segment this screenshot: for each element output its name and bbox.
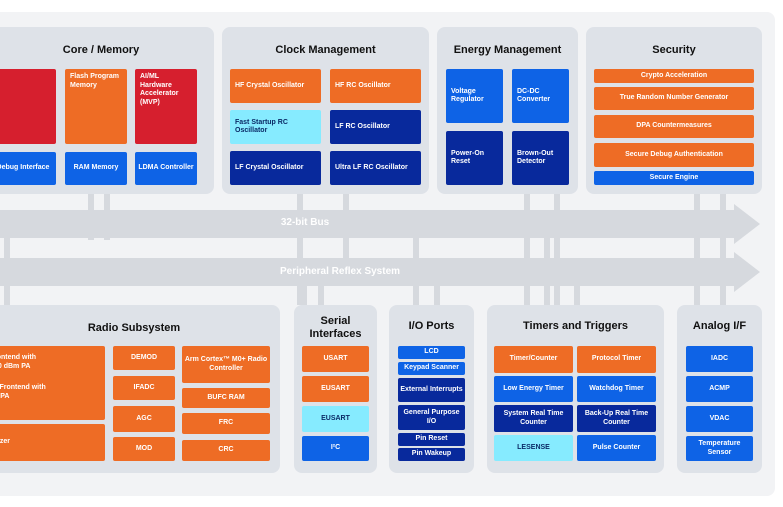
lesense-block: LESENSE <box>494 435 573 461</box>
frontend-10dbm-label: z Frontend with n PA <box>0 384 46 400</box>
lf-rc-oscillator-block: LF RC Oscillator <box>330 110 421 144</box>
timer-counter-block: Timer/Counter <box>494 346 573 373</box>
flash-block: Flash Program Memory <box>65 69 127 144</box>
panel-title: Serial Interfaces <box>309 315 362 340</box>
temperature-sensor-block: Temperature Sensor <box>686 436 753 461</box>
peripheral-reflex-system-bus <box>0 258 737 286</box>
debug-interface-block: Debug Interface <box>0 152 56 185</box>
panel-title: Security <box>652 44 696 56</box>
connector <box>694 190 700 305</box>
backup-real-time-counter-block: Back-Up Real Time Counter <box>577 405 656 432</box>
pin-wakeup-block: Pin Wakeup <box>398 448 465 461</box>
connector <box>297 190 303 305</box>
radio-frontend-block: rontend with 20 dBm PA z Frontend with n… <box>0 346 105 420</box>
arm-cortex-radio-controller-block: Arm Cortex™ M0+ Radio Controller <box>182 346 270 383</box>
cpu-block <box>0 69 56 144</box>
voltage-regulator-block: Voltage Regulator <box>446 69 503 123</box>
panel-title: Radio Subsystem <box>87 322 181 334</box>
vdac-block: VDAC <box>686 406 753 432</box>
eusart-block-2: EUSART <box>302 406 369 432</box>
secure-debug-authentication-block: Secure Debug Authentication <box>594 143 754 167</box>
fast-startup-rc-oscillator-block: Fast Startup RC Oscillator <box>230 110 321 144</box>
acmp-block: ACMP <box>686 376 753 402</box>
bufc-ram-block: BUFC RAM <box>182 388 270 408</box>
eusart-block-1: EUSART <box>302 376 369 402</box>
pin-reset-block: Pin Reset <box>398 433 465 446</box>
peripheral-reflex-system-label: Peripheral Reflex System <box>279 266 401 277</box>
protocol-timer-block: Protocol Timer <box>577 346 656 373</box>
crc-block: CRC <box>182 440 270 461</box>
external-interrupts-block: External Interrupts <box>398 378 465 402</box>
panel-title: Energy Management <box>453 44 562 56</box>
brown-out-detector-block: Brown-Out Detector <box>512 131 569 185</box>
hf-crystal-oscillator-block: HF Crystal Oscillator <box>230 69 321 103</box>
true-random-number-generator-block: True Random Number Generator <box>594 87 754 110</box>
secure-engine-block: Secure Engine <box>594 171 754 185</box>
i2c-block: I²C <box>302 436 369 461</box>
panel-title: Core / Memory <box>62 44 140 56</box>
aiml-accelerator-block: AI/ML Hardware Accelerator (MVP) <box>135 69 197 144</box>
connector <box>720 190 726 305</box>
system-real-time-counter-block: System Real Time Counter <box>494 405 573 432</box>
dc-dc-converter-block: DC-DC Converter <box>512 69 569 123</box>
panel-title: I/O Ports <box>408 320 455 332</box>
bus-arrowhead-icon <box>734 252 760 292</box>
agc-block: AGC <box>113 406 175 432</box>
32-bit-bus <box>0 210 737 238</box>
watchdog-timer-block: Watchdog Timer <box>577 376 656 402</box>
lf-crystal-oscillator-block: LF Crystal Oscillator <box>230 151 321 185</box>
crypto-acceleration-block: Crypto Acceleration <box>594 69 754 83</box>
power-on-reset-block: Power-On Reset <box>446 131 503 185</box>
dpa-countermeasures-block: DPA Countermeasures <box>594 115 754 138</box>
keypad-scanner-block: Keypad Scanner <box>398 362 465 375</box>
synthesizer-block: sizer <box>0 424 105 461</box>
panel-title: Clock Management <box>275 44 376 56</box>
synthesizer-label: sizer <box>0 438 10 445</box>
ram-block: RAM Memory <box>65 152 127 185</box>
general-purpose-io-block: General Purpose I/O <box>398 405 465 430</box>
ifadc-block: IFADC <box>113 376 175 400</box>
ultra-lf-rc-oscillator-block: Ultra LF RC Oscillator <box>330 151 421 185</box>
panel-title: Analog I/F <box>692 320 747 332</box>
connector <box>554 190 560 305</box>
mod-block: MOD <box>113 437 175 461</box>
demod-block: DEMOD <box>113 346 175 370</box>
bus-arrowhead-icon <box>734 204 760 244</box>
hf-rc-oscillator-block: HF RC Oscillator <box>330 69 421 103</box>
connector <box>524 190 530 305</box>
security-panel: Security <box>586 27 762 194</box>
iadc-block: IADC <box>686 346 753 372</box>
usart-block: USART <box>302 346 369 372</box>
ldma-block: LDMA Controller <box>135 152 197 185</box>
frc-block: FRC <box>182 413 270 434</box>
32-bit-bus-label: 32-bit Bus <box>280 217 330 228</box>
frontend-20dbm-label: rontend with 20 dBm PA <box>0 354 36 370</box>
pulse-counter-block: Pulse Counter <box>577 435 656 461</box>
lcd-block: LCD <box>398 346 465 359</box>
panel-title: Timers and Triggers <box>523 320 628 332</box>
low-energy-timer-block: Low Energy Timer <box>494 376 573 402</box>
